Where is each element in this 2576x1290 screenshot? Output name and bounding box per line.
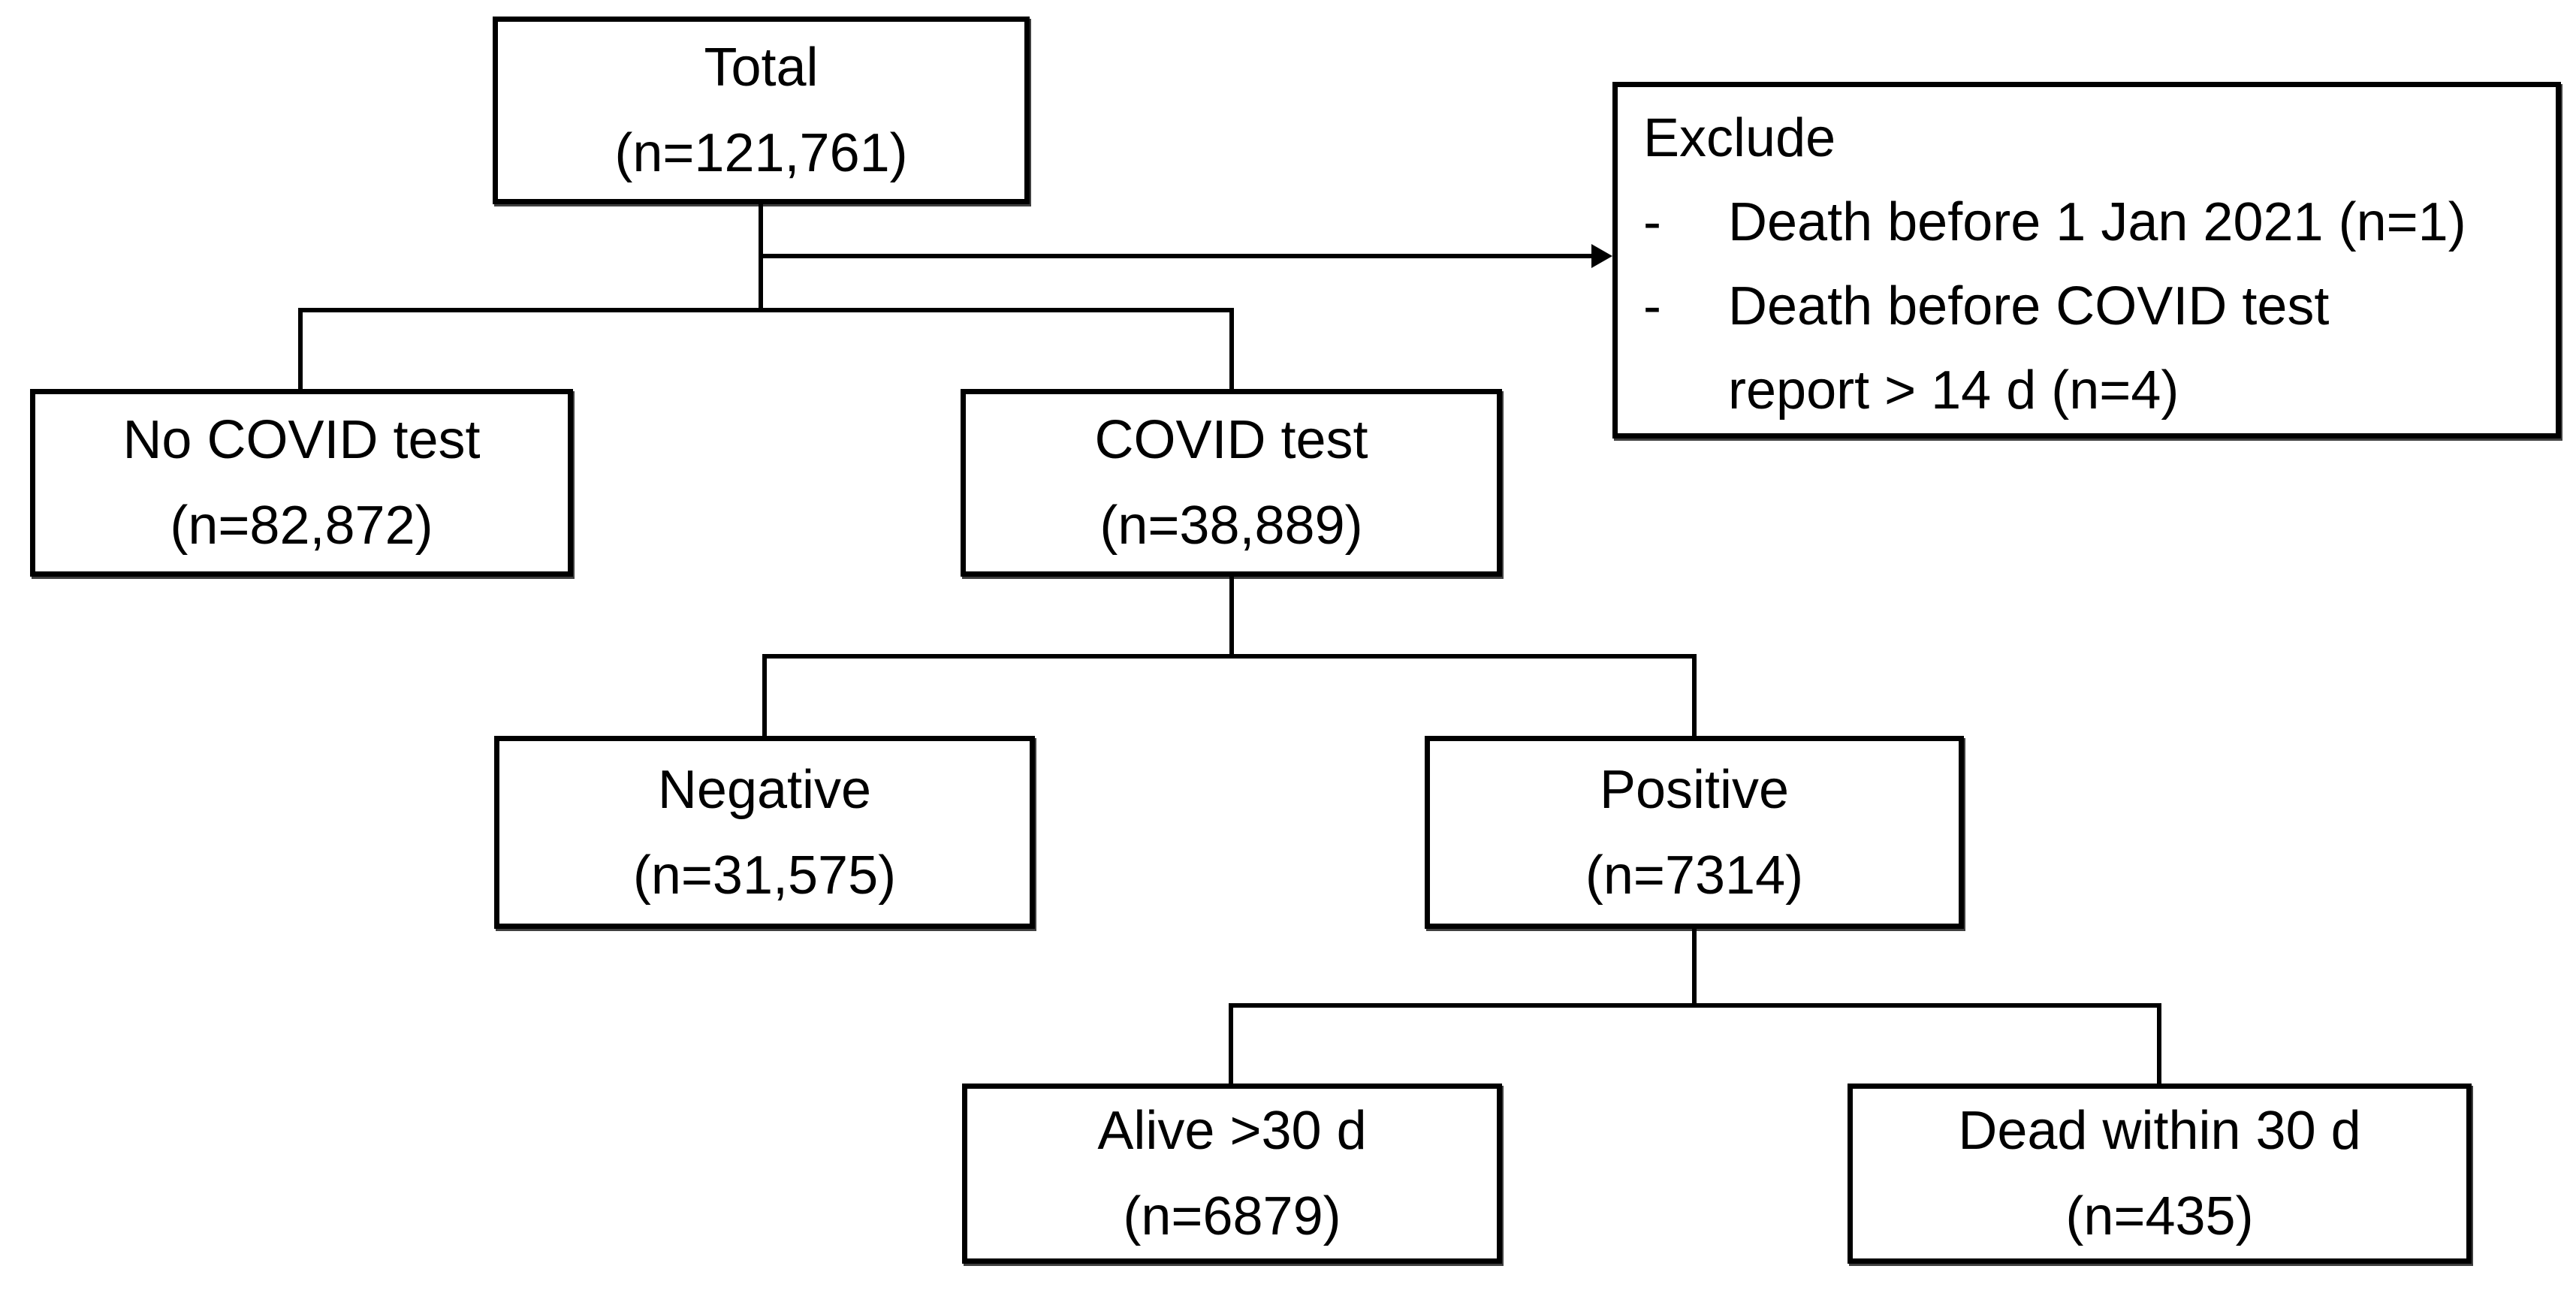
connector-to-positive xyxy=(1692,654,1697,736)
connector-to-negative xyxy=(762,654,767,736)
connector-branch1-horizontal xyxy=(298,308,1234,312)
exclude-item-1-text: Death before 1 Jan 2021 (n=1) xyxy=(1728,180,2466,264)
node-negative-count: (n=31,575) xyxy=(632,845,897,906)
exclude-item-1-line-1: Death before 1 Jan 2021 (n=1) xyxy=(1728,192,2466,252)
bullet-dash: - xyxy=(1643,192,1661,252)
connector-total-down xyxy=(759,204,763,312)
exclude-item-2: - Death before COVID test report > 14 d … xyxy=(1643,264,2329,433)
node-total-count: (n=121,761) xyxy=(614,123,908,183)
exclude-item-2-text: Death before COVID test report > 14 d (n… xyxy=(1728,264,2329,433)
arrow-right-icon xyxy=(1591,244,1612,268)
node-positive-label: Positive xyxy=(1599,759,1790,820)
exclude-item-1: - Death before 1 Jan 2021 (n=1) xyxy=(1643,180,2466,264)
node-alive-label: Alive >30 d xyxy=(1097,1101,1367,1161)
node-negative: Negative (n=31,575) xyxy=(494,736,1035,929)
connector-to-dead xyxy=(2157,1003,2161,1084)
connector-branch2-horizontal xyxy=(762,654,1697,659)
connector-covid-test-down xyxy=(1229,575,1234,656)
connector-to-covid-test xyxy=(1229,308,1234,389)
node-positive-count: (n=7314) xyxy=(1585,845,1804,906)
exclude-item-2-line-1: Death before COVID test xyxy=(1728,276,2330,336)
node-covid-test-label: COVID test xyxy=(1094,410,1368,470)
connector-to-no-covid-test xyxy=(298,308,303,389)
node-negative-label: Negative xyxy=(657,759,872,820)
exclude-title: Exclude xyxy=(1643,108,1836,168)
connector-branch3-horizontal xyxy=(1229,1003,2161,1008)
node-covid-test-count: (n=38,889) xyxy=(1099,496,1363,556)
node-alive: Alive >30 d (n=6879) xyxy=(962,1084,1502,1264)
connector-positive-down xyxy=(1692,929,1697,1008)
node-dead-label: Dead within 30 d xyxy=(1958,1101,2361,1161)
node-positive: Positive (n=7314) xyxy=(1425,736,1964,929)
node-covid-test: COVID test (n=38,889) xyxy=(961,389,1502,577)
node-no-covid-test: No COVID test (n=82,872) xyxy=(30,389,573,577)
node-alive-count: (n=6879) xyxy=(1123,1186,1341,1246)
node-dead: Dead within 30 d (n=435) xyxy=(1848,1084,2472,1264)
connector-to-alive xyxy=(1229,1003,1233,1084)
node-total: Total (n=121,761) xyxy=(493,17,1030,204)
node-no-covid-test-label: No COVID test xyxy=(122,410,481,470)
bullet-dash: - xyxy=(1643,276,1661,336)
node-dead-count: (n=435) xyxy=(2065,1186,2254,1246)
node-exclude: Exclude - Death before 1 Jan 2021 (n=1) … xyxy=(1612,82,2561,439)
exclude-item-2-line-2: report > 14 d (n=4) xyxy=(1728,360,2179,420)
node-no-covid-test-count: (n=82,872) xyxy=(170,496,433,556)
node-total-label: Total xyxy=(704,38,819,98)
connector-total-to-exclude xyxy=(761,254,1594,258)
